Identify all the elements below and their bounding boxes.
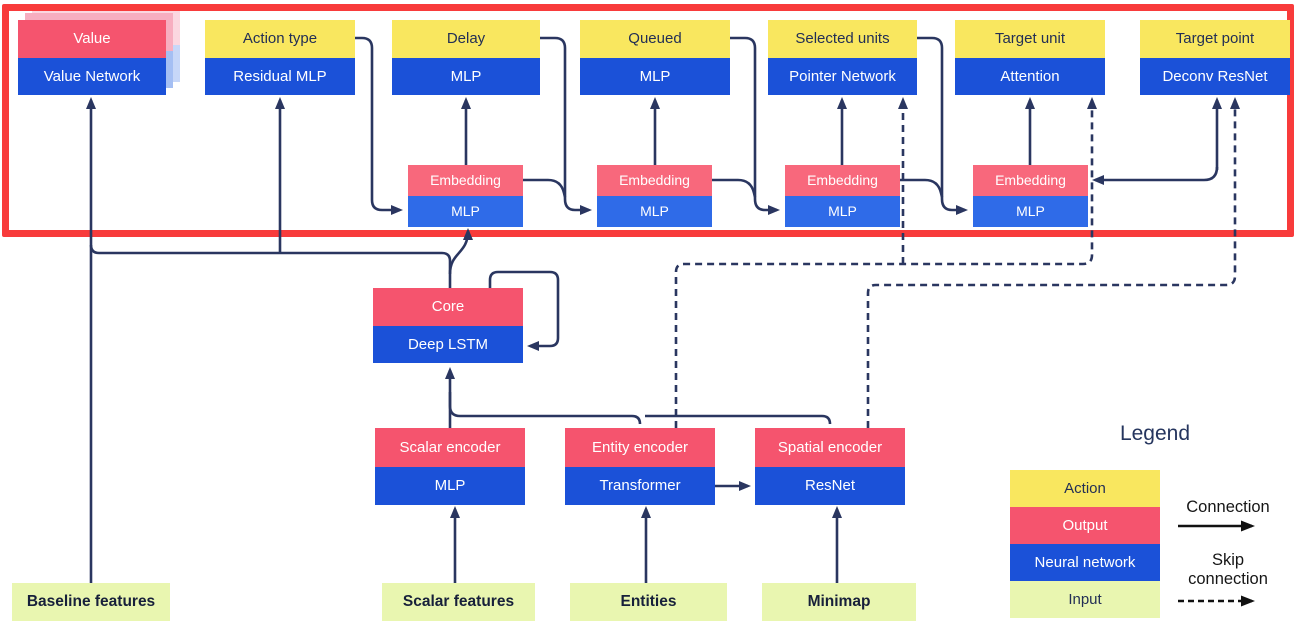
head-queued: Queued MLP [580, 20, 730, 95]
wire-emb2-out [712, 178, 757, 198]
head-value: Value Value Network [18, 20, 166, 95]
legend-input-swatch: Input [1010, 581, 1160, 618]
transformer-label: Transformer [565, 467, 715, 505]
queued-label: Queued [580, 20, 730, 58]
input-scalar-features: Scalar features [382, 583, 535, 621]
embedding-4-mlp-label: MLP [973, 196, 1088, 227]
resnet-label: ResNet [755, 467, 905, 505]
value-output-label: Value [18, 20, 166, 58]
embedding-3-label: Embedding [785, 165, 900, 196]
legend-connection-label: Connection [1186, 498, 1270, 516]
wire-fork-to-emb4 [1092, 166, 1219, 185]
deconv-resnet-label: Deconv ResNet [1140, 58, 1290, 95]
delay-label: Delay [392, 20, 540, 58]
wire-emb3-out [900, 178, 944, 198]
embedding-1-mlp-label: MLP [408, 196, 523, 227]
pointer-network-label: Pointer Network [768, 58, 917, 95]
wire-delay-to-emb2 [540, 36, 592, 215]
delay-mlp-label: MLP [392, 58, 540, 95]
input-entities: Entities [570, 583, 727, 621]
core: Core Deep LSTM [373, 288, 523, 363]
scalar-mlp-label: MLP [375, 467, 525, 505]
value-network-label: Value Network [18, 58, 166, 95]
skip-entity-to-attention [674, 97, 1097, 428]
spatial-encoder: Spatial encoder ResNet [755, 428, 905, 505]
embedding-2: Embedding MLP [597, 165, 712, 227]
embedding-4: Embedding MLP [973, 165, 1088, 227]
entity-encoder: Entity encoder Transformer [565, 428, 715, 505]
wire-emb1-out [523, 178, 567, 198]
target-unit-label: Target unit [955, 20, 1105, 58]
embedding-4-label: Embedding [973, 165, 1088, 196]
input-minimap: Minimap [762, 583, 916, 621]
wire-core-loop [488, 270, 560, 351]
legend-output-swatch: Output [1010, 507, 1160, 544]
legend-skip-label: Skip connection [1188, 551, 1268, 588]
skip-spatial-to-deconv [866, 97, 1240, 428]
scalar-encoder-label: Scalar encoder [375, 428, 525, 467]
wire-selected-to-emb4 [917, 36, 968, 215]
wire-spatial-to-lstm [645, 414, 832, 425]
entity-encoder-label: Entity encoder [565, 428, 715, 467]
wire-core-to-left [89, 244, 452, 288]
queued-mlp-label: MLP [580, 58, 730, 95]
embedding-2-mlp-label: MLP [597, 196, 712, 227]
head-delay: Delay MLP [392, 20, 540, 95]
legend-action-swatch: Action [1010, 470, 1160, 507]
head-action-type: Action type Residual MLP [205, 20, 355, 95]
head-target-point: Target point Deconv ResNet [1140, 20, 1290, 95]
residual-mlp-label: Residual MLP [205, 58, 355, 95]
embedding-2-label: Embedding [597, 165, 712, 196]
core-label: Core [373, 288, 523, 326]
attention-label: Attention [955, 58, 1105, 95]
spatial-encoder-label: Spatial encoder [755, 428, 905, 467]
head-target-unit: Target unit Attention [955, 20, 1105, 95]
scalar-encoder: Scalar encoder MLP [375, 428, 525, 505]
deep-lstm-label: Deep LSTM [373, 326, 523, 363]
embedding-3: Embedding MLP [785, 165, 900, 227]
target-point-label: Target point [1140, 20, 1290, 58]
embedding-1-label: Embedding [408, 165, 523, 196]
wire-queued-to-emb3 [730, 36, 780, 215]
legend-neural-network-swatch: Neural network [1010, 544, 1160, 581]
highlight-red-frame [2, 4, 1294, 237]
wire-core-to-emb1 [448, 228, 473, 275]
input-baseline-features: Baseline features [12, 583, 170, 621]
embedding-1: Embedding MLP [408, 165, 523, 227]
embedding-3-mlp-label: MLP [785, 196, 900, 227]
wire-entity-to-lstm [448, 392, 642, 425]
selected-units-label: Selected units [768, 20, 917, 58]
head-selected-units: Selected units Pointer Network [768, 20, 917, 95]
action-type-label: Action type [205, 20, 355, 58]
legend-title: Legend [1119, 422, 1191, 445]
wire-actiontype-to-emb1 [355, 36, 403, 215]
